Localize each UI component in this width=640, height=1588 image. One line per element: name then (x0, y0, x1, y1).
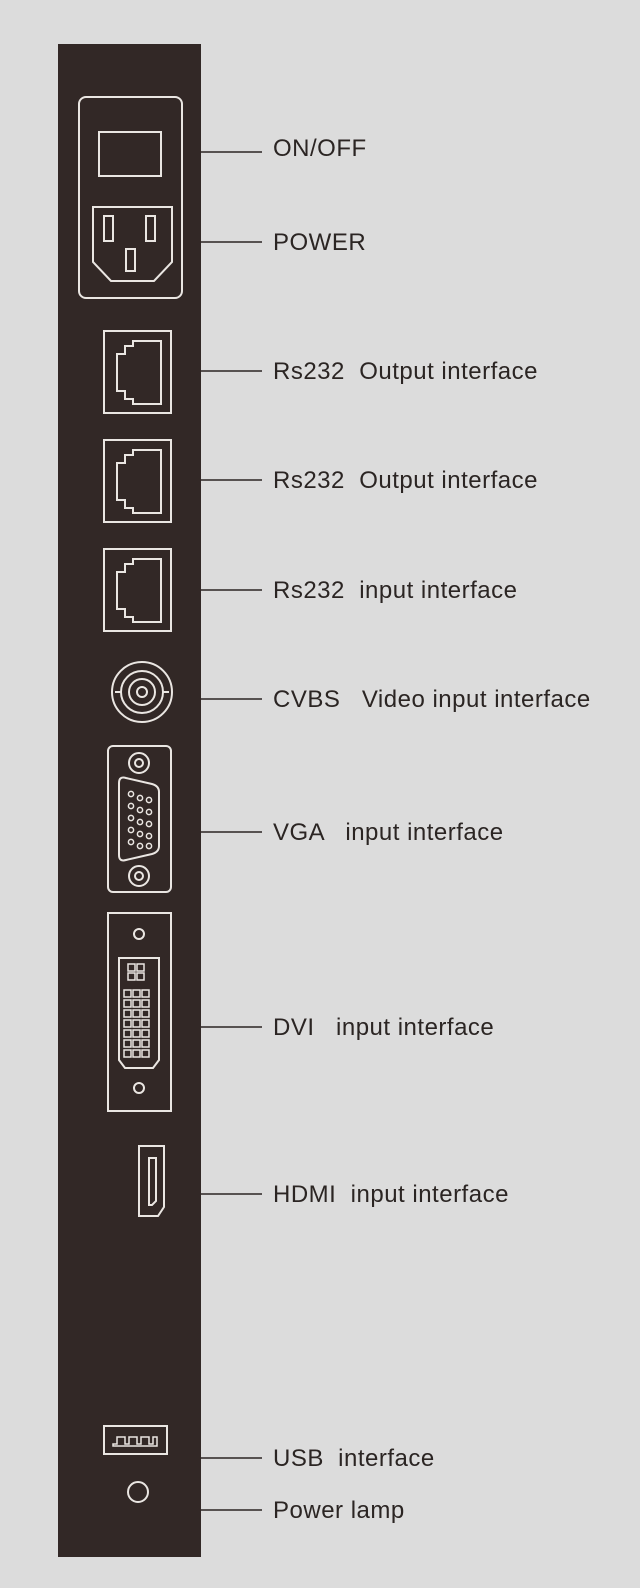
label-vga: VGA input interface (273, 819, 504, 846)
label-power: POWER (273, 229, 367, 256)
rj45-port-icon (103, 548, 172, 632)
label-dvi: DVI input interface (273, 1014, 495, 1041)
bnc-connector-icon (111, 661, 173, 723)
label-hdmi: HDMI input interface (273, 1181, 509, 1208)
hdmi-port-icon (138, 1145, 165, 1217)
label-usb: USB interface (273, 1445, 435, 1472)
dvi-port-icon (107, 912, 172, 1112)
label-power-lamp: Power lamp (273, 1497, 405, 1524)
label-rs232-output-2: Rs232 Output interface (273, 467, 538, 494)
vga-port-icon (107, 745, 172, 893)
power-module-frame (78, 96, 183, 299)
label-rs232-input: Rs232 input interface (273, 577, 518, 604)
power-socket-icon (92, 206, 173, 282)
rj45-port-icon (103, 439, 172, 523)
label-rs232-output-1: Rs232 Output interface (273, 358, 538, 385)
rj45-port-icon (103, 330, 172, 414)
rocker-switch-icon (98, 131, 162, 177)
leader-lines (201, 151, 262, 1511)
label-cvbs: CVBS Video input interface (273, 686, 591, 713)
usb-port-icon (103, 1425, 168, 1455)
power-lamp-icon (127, 1481, 149, 1503)
label-on-off: ON/OFF (273, 135, 367, 162)
